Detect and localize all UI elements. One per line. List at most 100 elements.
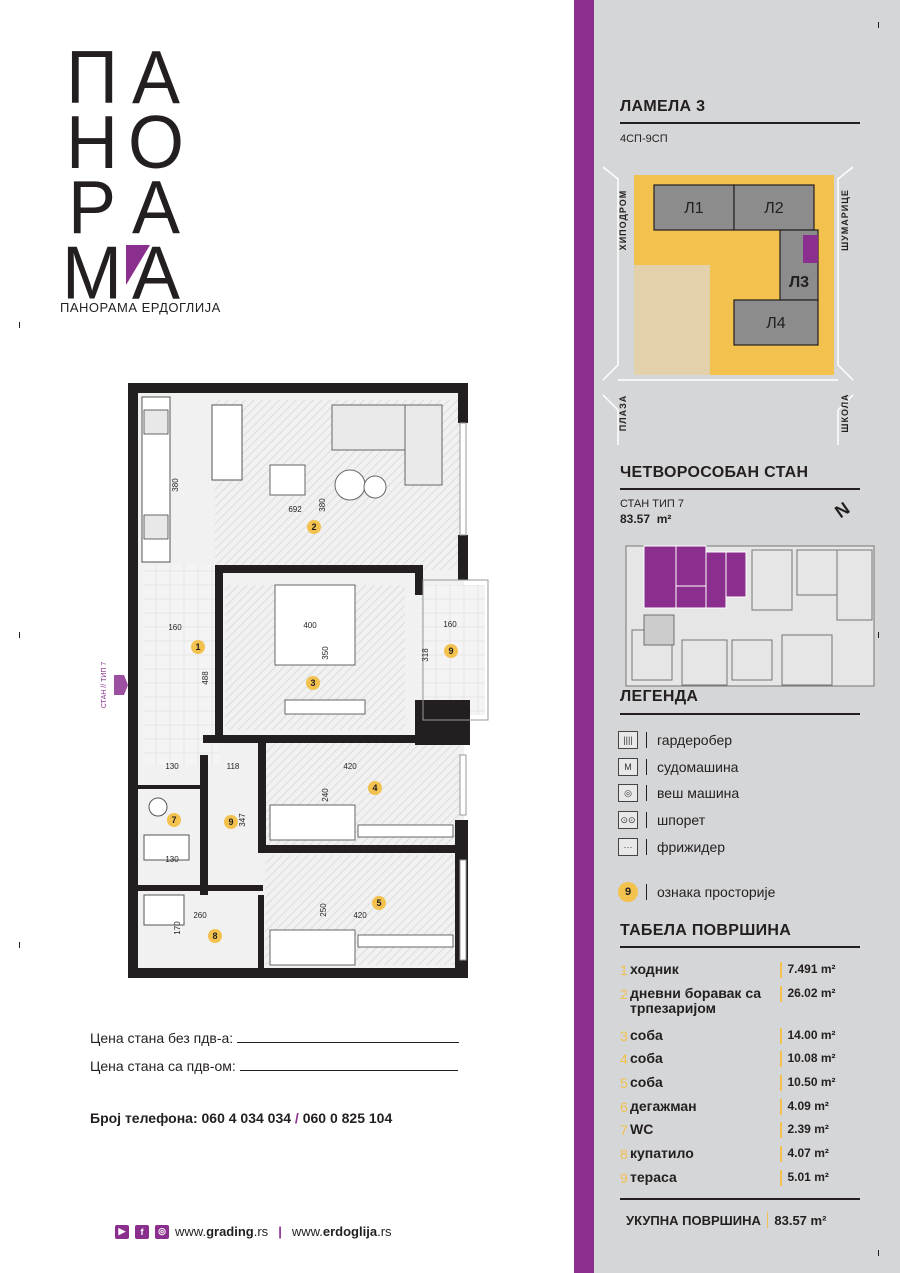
divider — [620, 1198, 860, 1200]
room-marker: 1 — [195, 642, 200, 652]
logo-caption: ПАНОРАМА ЕРДОГЛИЈА — [60, 300, 221, 315]
footer: ▶ f ◎ www.grading.rs | www.erdoglija.rs — [115, 1224, 392, 1239]
room-marker: 5 — [376, 898, 381, 908]
entrance-arrow-icon — [114, 675, 128, 695]
dimension-label: 202 — [201, 830, 210, 844]
floors-range: 4СП-9СП — [620, 133, 668, 145]
dimension-label: 420 — [353, 911, 367, 920]
site-label-l4: Л4 — [766, 315, 786, 332]
divider — [620, 713, 860, 715]
legend-item: ◎веш машина — [618, 782, 739, 804]
room-marker: 8 — [212, 931, 217, 941]
room-marker: 3 — [310, 678, 315, 688]
dimension-label: 318 — [421, 648, 430, 662]
legend-item: ||||гардеробер — [618, 729, 732, 751]
logo-letter: Н — [66, 99, 118, 184]
dimension-label: 400 — [303, 621, 317, 630]
legend-item: ···фрижидер — [618, 836, 725, 858]
dimension-label: 160 — [168, 623, 182, 632]
logo-letter: А — [132, 230, 181, 300]
youtube-icon[interactable]: ▶ — [115, 1224, 129, 1239]
logo-triangle-icon — [126, 245, 150, 285]
logo-letter: М — [62, 230, 122, 300]
dimension-label: 260 — [193, 911, 207, 920]
divider — [620, 946, 860, 948]
price-with-vat-label: Цена стана са пдв-ом: — [90, 1058, 236, 1074]
total-area-value: 83.57 m² — [774, 1212, 827, 1228]
legend-item: ⊙⊙шпорет — [618, 809, 705, 831]
crop-mark — [19, 942, 20, 948]
washing-machine-icon: ◎ — [618, 784, 638, 802]
dimension-label: 380 — [171, 478, 180, 492]
room-marker: 7 — [171, 815, 176, 825]
panorama-logo: П А Н О Р А М А — [62, 40, 184, 300]
site-plan: Л1 Л2 Л3 Л4 ХИПОДРОМ ШУМАРИЦЕ ПЛАЗА ШКОЛ… — [602, 166, 854, 445]
wardrobe-icon: |||| — [618, 731, 638, 749]
purple-accent-bar — [574, 0, 594, 1273]
dimension-label: 240 — [321, 788, 330, 802]
room-mark-icon: 9 — [618, 882, 638, 902]
street-label-hipodrom: ХИПОДРОМ — [618, 190, 628, 251]
divider — [620, 488, 860, 490]
phone-separator: / — [294, 1110, 299, 1126]
lamela-title: ЛАМЕЛА 3 — [620, 98, 706, 115]
site-label-l1: Л1 — [684, 200, 704, 217]
legend-title: ЛЕГЕНДА — [620, 688, 699, 705]
site-label-l3: Л3 — [789, 274, 809, 291]
price-without-vat-row: Цена стана без пдв-а: — [90, 1030, 460, 1046]
crop-mark — [878, 632, 879, 638]
dishwasher-icon: M — [618, 758, 638, 776]
facebook-icon[interactable]: f — [135, 1224, 149, 1239]
dimension-label: 350 — [321, 646, 330, 660]
apartment-side-label: СТАН // ТИП 7 — [101, 662, 108, 709]
room-marker: 9 — [228, 817, 233, 827]
dimension-label: 420 — [343, 762, 357, 771]
apartment-type: СТАН ТИП 7 — [620, 498, 684, 510]
crop-mark — [19, 632, 20, 638]
phone-number-1[interactable]: 060 4 034 034 — [201, 1110, 292, 1126]
crop-mark — [878, 22, 879, 28]
logo-letter: П — [66, 40, 118, 119]
building-l2 — [733, 184, 815, 231]
areas-table-title: ТАБЕЛА ПОВРШИНА — [620, 922, 792, 939]
footer-separator: | — [278, 1224, 282, 1239]
logo-letter: А — [132, 40, 181, 119]
logo-letter: Р — [68, 165, 116, 250]
site-label-l2: Л2 — [764, 200, 784, 217]
dimension-label: 347 — [238, 813, 247, 827]
dimension-label: 250 — [319, 903, 328, 917]
dimension-label: 130 — [165, 762, 179, 771]
phone-number-2[interactable]: 060 0 825 104 — [302, 1110, 393, 1126]
fridge-icon: ··· — [618, 838, 638, 856]
phone-label: Број телефона: — [90, 1110, 198, 1126]
street-label-skola: ШКОЛА — [840, 393, 850, 432]
stove-icon: ⊙⊙ — [618, 811, 638, 829]
room-marker: 2 — [311, 522, 316, 532]
erdoglija-website-link[interactable]: www.erdoglija.rs — [291, 1224, 392, 1239]
room-marker: 4 — [372, 783, 377, 793]
price-without-vat-label: Цена стана без пдв-а: — [90, 1030, 234, 1046]
dimension-label: 488 — [201, 671, 210, 685]
dimension-label: 170 — [173, 921, 182, 935]
price-with-vat-field[interactable] — [239, 1058, 458, 1071]
floor-plan: 380 692 380 160 488 400 350 318 160 130 … — [101, 383, 489, 978]
logo-letter: А — [132, 165, 181, 250]
price-without-vat-field[interactable] — [237, 1030, 460, 1043]
instagram-icon[interactable]: ◎ — [155, 1224, 169, 1239]
dimension-label: 380 — [318, 498, 327, 512]
dimension-label: 118 — [227, 762, 240, 771]
phone-contact: Број телефона: 060 4 034 034 / 060 0 825… — [90, 1110, 392, 1126]
grading-website-link[interactable]: www.grading.rs — [175, 1224, 269, 1239]
